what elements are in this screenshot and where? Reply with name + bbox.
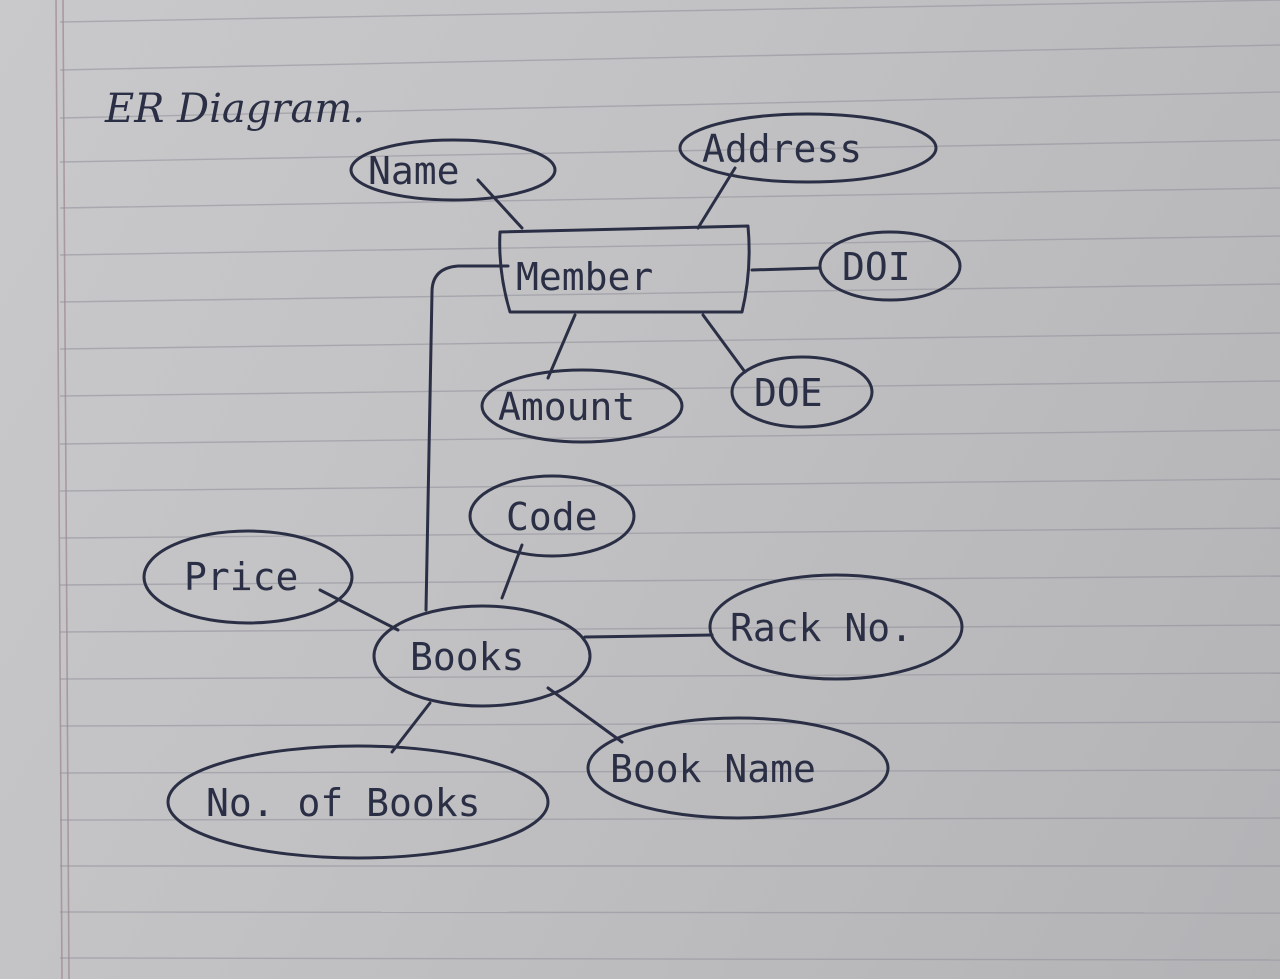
attribute-name: Name — [349, 138, 557, 202]
attribute-name-label: Name — [368, 149, 460, 193]
attribute-address-label: Address — [702, 127, 862, 171]
member-address-link — [696, 166, 737, 230]
member-entity: Member — [498, 224, 751, 314]
ruled-lines — [59, 0, 1280, 961]
books-entity: Books — [372, 604, 592, 708]
books-price-link — [318, 588, 400, 632]
attribute-no-of-books: No. of Books — [166, 744, 550, 860]
books-bookname-link — [546, 686, 624, 744]
attribute-doe: DOE — [730, 355, 874, 429]
attribute-doi: DOI — [818, 230, 962, 302]
member-name-link — [476, 178, 524, 230]
attribute-book-name-label: Book Name — [610, 747, 816, 791]
member-doe-link — [701, 313, 747, 374]
member-entity-label: Member — [516, 255, 653, 299]
member-books-relationship-link — [424, 264, 510, 612]
attribute-code-label: Code — [506, 495, 598, 539]
attribute-amount: Amount — [480, 368, 684, 444]
member-doi-link — [750, 266, 822, 272]
attribute-book-name: Book Name — [586, 716, 890, 820]
attribute-no-of-books-label: No. of Books — [206, 781, 481, 825]
attribute-price-label: Price — [184, 555, 298, 599]
member-amount-link — [546, 313, 577, 380]
attribute-address: Address — [678, 112, 938, 184]
connector-lines — [318, 166, 822, 754]
books-rackno-link — [583, 633, 714, 639]
books-noofbooks-link — [390, 701, 432, 754]
diagram-title: ER Diagram. — [104, 86, 365, 132]
margin-line — [55, 0, 70, 979]
attribute-doi-label: DOI — [842, 245, 911, 289]
attribute-rack-no: Rack No. — [708, 573, 964, 681]
attribute-rack-no-label: Rack No. — [730, 606, 913, 650]
attribute-price: Price — [142, 529, 354, 625]
books-entity-label: Books — [410, 635, 524, 679]
attribute-amount-label: Amount — [498, 385, 635, 429]
attribute-code: Code — [468, 474, 636, 558]
attribute-doe-label: DOE — [754, 371, 823, 415]
